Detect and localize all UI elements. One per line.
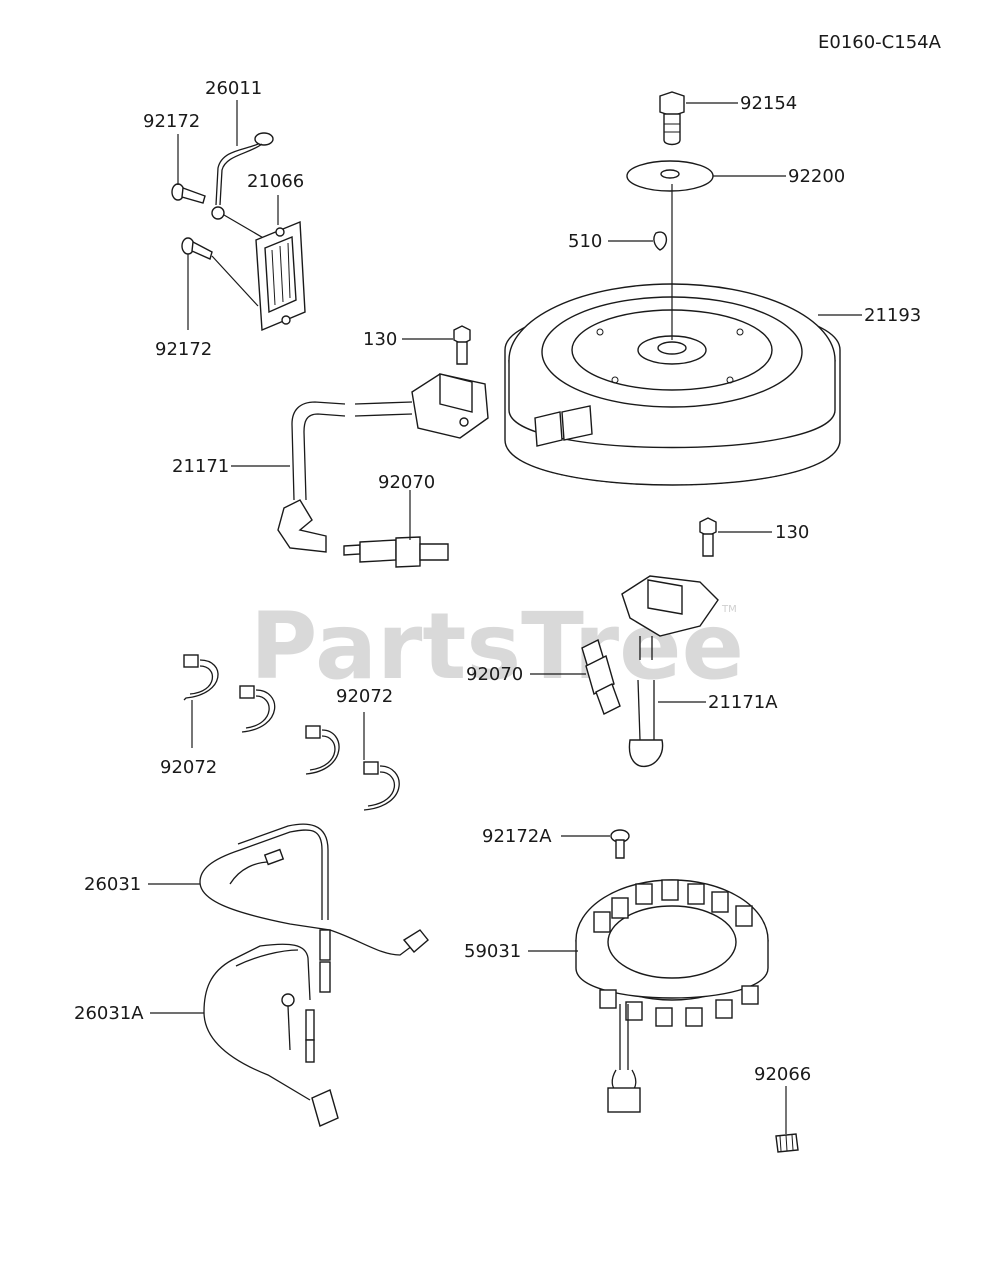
part-92172-screw-top[interactable] [171,183,206,204]
callout-92070-top[interactable]: 92070 [378,472,435,493]
diagram-code: E0160-C154A [818,32,942,53]
part-92200-washer[interactable] [626,160,714,192]
part-21171-ignition-coil[interactable] [277,373,489,553]
part-92172-screw-bottom[interactable] [181,237,213,260]
callout-26031A[interactable]: 26031A [74,1003,144,1024]
part-130-bolt-top[interactable] [453,325,471,365]
part-92072-clamp-4[interactable] [363,761,400,811]
part-92066-plug[interactable] [775,1133,799,1153]
callout-92070-mid[interactable]: 92070 [466,664,523,685]
part-92072-clamp-1[interactable] [183,654,219,701]
callout-92200[interactable]: 92200 [788,166,845,187]
callout-92172A[interactable]: 92172A [482,826,552,847]
part-130-bolt-right[interactable] [699,517,717,557]
part-92172A-screw[interactable] [610,829,630,859]
callout-130-right[interactable]: 130 [775,522,809,543]
callout-92172-bottom[interactable]: 92172 [155,339,212,360]
callout-26011[interactable]: 26011 [205,78,262,99]
callout-21193[interactable]: 21193 [864,305,921,326]
part-510-key[interactable] [653,231,667,251]
part-26031-harness[interactable] [199,823,429,993]
part-59031-stator[interactable] [575,879,769,1113]
callout-21066[interactable]: 21066 [247,171,304,192]
part-26031A-harness[interactable] [203,943,339,1127]
part-21066-regulator[interactable] [255,220,306,332]
callout-92072-left[interactable]: 92072 [160,757,217,778]
callout-510[interactable]: 510 [568,231,602,252]
part-92154-bolt[interactable] [659,91,685,146]
callout-26031[interactable]: 26031 [84,874,141,895]
callout-59031[interactable]: 59031 [464,941,521,962]
part-92072-clamp-3[interactable] [305,725,340,775]
callout-21171A[interactable]: 21171A [708,692,778,713]
callout-130-top[interactable]: 130 [363,329,397,350]
part-92072-clamp-2[interactable] [239,685,276,733]
callout-92154[interactable]: 92154 [740,93,797,114]
callout-92066[interactable]: 92066 [754,1064,811,1085]
watermark-tm: TM [721,604,737,615]
callout-92072-right[interactable]: 92072 [336,686,393,707]
part-92070-spark-plug-mid[interactable] [581,639,621,715]
callout-92172-top[interactable]: 92172 [143,111,200,132]
part-21193-flywheel[interactable] [504,283,841,486]
part-26011-ground-lead[interactable] [211,132,274,220]
callout-21171[interactable]: 21171 [172,456,229,477]
part-21171A-ignition-coil[interactable] [621,575,719,768]
part-92070-spark-plug-top[interactable] [343,536,449,568]
